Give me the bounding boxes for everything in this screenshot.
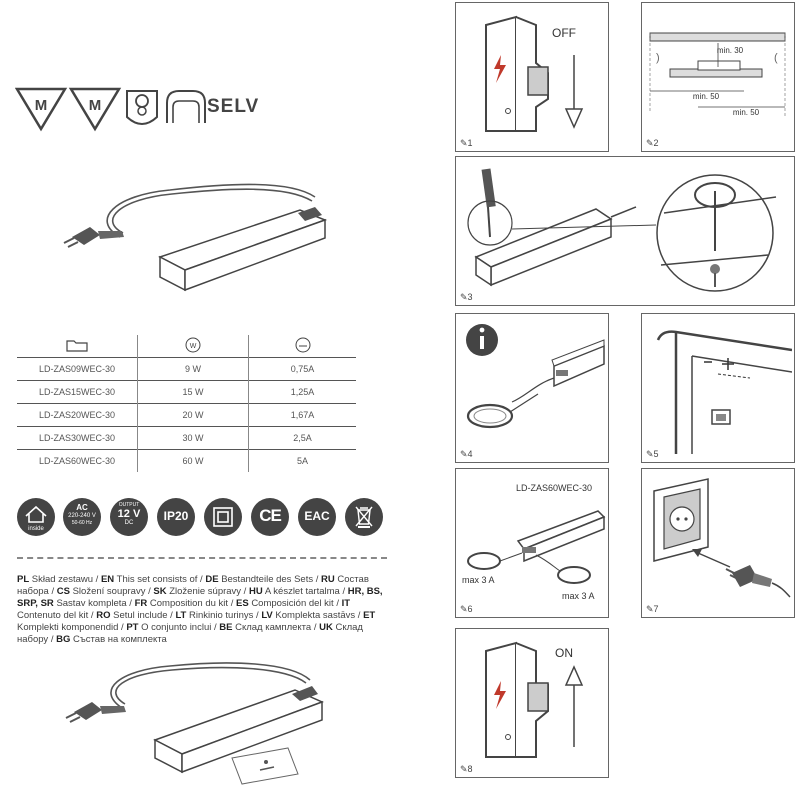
ip20-badge: IP20 <box>157 498 195 536</box>
step-2-panel: min. 30 min. 50 min. 50 ) ( ✎2 <box>641 2 795 152</box>
svg-text:OFF: OFF <box>552 26 576 40</box>
legend-entry: DE Bestandteile des Sets / <box>205 574 322 585</box>
socket-icon <box>669 506 695 532</box>
legend-entry: UK Склад набору / <box>17 622 363 645</box>
legend-entry: EN This set consists of / <box>100 574 206 585</box>
selv-label: SELV <box>207 96 260 117</box>
legend-entry: CS Složení soupravy / <box>56 586 154 597</box>
high-voltage-icon <box>494 55 506 83</box>
screw-mount-illustration <box>467 168 777 292</box>
legend-entry: SK Zloženie súpravy / <box>153 586 249 597</box>
legend-entry: RO Setul include / <box>96 610 176 621</box>
independent-device-icon <box>166 90 206 123</box>
current-icon <box>249 335 357 358</box>
svg-text:LD-ZAS60WEC-30: LD-ZAS60WEC-30 <box>516 483 592 493</box>
svg-text:min. 30: min. 30 <box>717 46 744 55</box>
switch-on-illustration: ON <box>485 641 584 758</box>
arrow-down-icon <box>564 108 584 129</box>
transformer-safety-icon <box>126 90 158 125</box>
switch-off-illustration: OFF <box>485 15 584 132</box>
legend-entry: ET Komplekti komponendid / <box>17 610 376 633</box>
arrow-up-icon <box>564 665 584 686</box>
legend-entry: PT O conjunto inclui / <box>126 622 220 633</box>
step-5-panel: ✎5 <box>641 313 795 463</box>
step-8-panel: ON ✎8 <box>455 628 609 778</box>
svg-text:(: ( <box>774 52 778 64</box>
plug-icon <box>65 702 126 723</box>
legend-entry: RU Состав набора / <box>17 574 369 597</box>
step-6-panel: LD-ZAS60WEC-30 max 3 A max 3 A ✎6 <box>455 468 609 618</box>
high-voltage-icon <box>494 681 506 709</box>
step-number: ✎1 <box>460 138 473 148</box>
legend-entry: BE Склад камплекта / <box>219 622 320 633</box>
m-triangle-icon: M <box>15 87 68 132</box>
screw-icon <box>710 264 720 287</box>
connect-light-illustration <box>466 324 605 429</box>
screw-pack-icon <box>231 747 299 785</box>
weee-bin-icon <box>345 498 383 536</box>
kit-power-supply-illustration <box>65 662 324 785</box>
legend-entry: HR, BS, SRP, SR Sastav kompleta / <box>17 586 383 609</box>
step-1-panel: OFF ✎1 <box>455 2 609 152</box>
step-7-panel: ✎7 <box>641 468 795 618</box>
step-4-panel: ✎4 <box>455 313 609 463</box>
indoor-use-icon: inside <box>17 498 55 536</box>
svg-text:M: M <box>35 97 48 114</box>
legend-entry: LT Rinkinio turinys / <box>175 610 262 621</box>
step-number: ✎8 <box>460 764 473 774</box>
svg-text:): ) <box>656 52 660 64</box>
power-icon: W <box>137 335 249 358</box>
plug-into-socket-illustration <box>653 478 791 598</box>
screwdriver-icon <box>481 168 496 208</box>
step-number: ✎5 <box>646 449 659 459</box>
step-number: ✎3 <box>460 292 473 302</box>
svg-text:min. 50: min. 50 <box>733 108 760 117</box>
m-triangle-icon: M <box>68 87 122 132</box>
info-icon <box>466 324 498 356</box>
legend-entry: HU A készlet tartalma / <box>248 586 348 597</box>
dual-light-illustration: LD-ZAS60WEC-30 max 3 A max 3 A <box>462 483 606 601</box>
class-ii-icon <box>204 498 242 536</box>
legend-entry: PL Skład zestawu / <box>17 574 101 585</box>
svg-text:min. 50: min. 50 <box>693 92 720 101</box>
legend-entry: LV Komplekta sastāvs / <box>261 610 364 621</box>
arrow-left-icon <box>692 549 702 557</box>
legend-entry: BG Състав на комплекта <box>56 634 167 645</box>
svg-text:max 3 A: max 3 A <box>562 591 595 601</box>
section-divider <box>17 557 387 559</box>
svg-text:M: M <box>89 97 102 114</box>
svg-text:W: W <box>190 343 197 350</box>
marking-symbols: M M <box>15 87 206 132</box>
step-number: ✎7 <box>646 604 659 614</box>
plug-icon <box>725 565 772 587</box>
step-number: ✎6 <box>460 604 473 614</box>
plug-icon <box>63 227 124 248</box>
svg-text:ON: ON <box>555 646 573 660</box>
clearance-diagram: min. 30 min. 50 min. 50 ) ( <box>649 32 786 118</box>
ce-mark-icon: CE <box>251 498 289 536</box>
legend-entry: IT Contenuto del kit / <box>17 598 351 621</box>
ac-input-badge: AC 220-240 V 50-60 Hz <box>63 498 101 536</box>
svg-text:max 3 A: max 3 A <box>462 575 495 585</box>
step-3-panel: ✎3 <box>455 156 795 306</box>
output-voltage-badge: OUTPUT 12 V DC <box>110 498 148 536</box>
connector-closeup-illustration <box>656 330 793 454</box>
folder-icon <box>17 335 138 358</box>
step-number: ✎2 <box>646 138 659 148</box>
legend-entry: ES Composición del kit / <box>235 598 342 609</box>
power-supply-illustration <box>63 183 328 292</box>
step-number: ✎4 <box>460 449 473 459</box>
kit-contents-legend: PL Skład zestawu / EN This set consists … <box>17 574 387 646</box>
legend-entry: FR Composition du kit / <box>134 598 236 609</box>
eac-mark-icon: EAC <box>298 498 336 536</box>
